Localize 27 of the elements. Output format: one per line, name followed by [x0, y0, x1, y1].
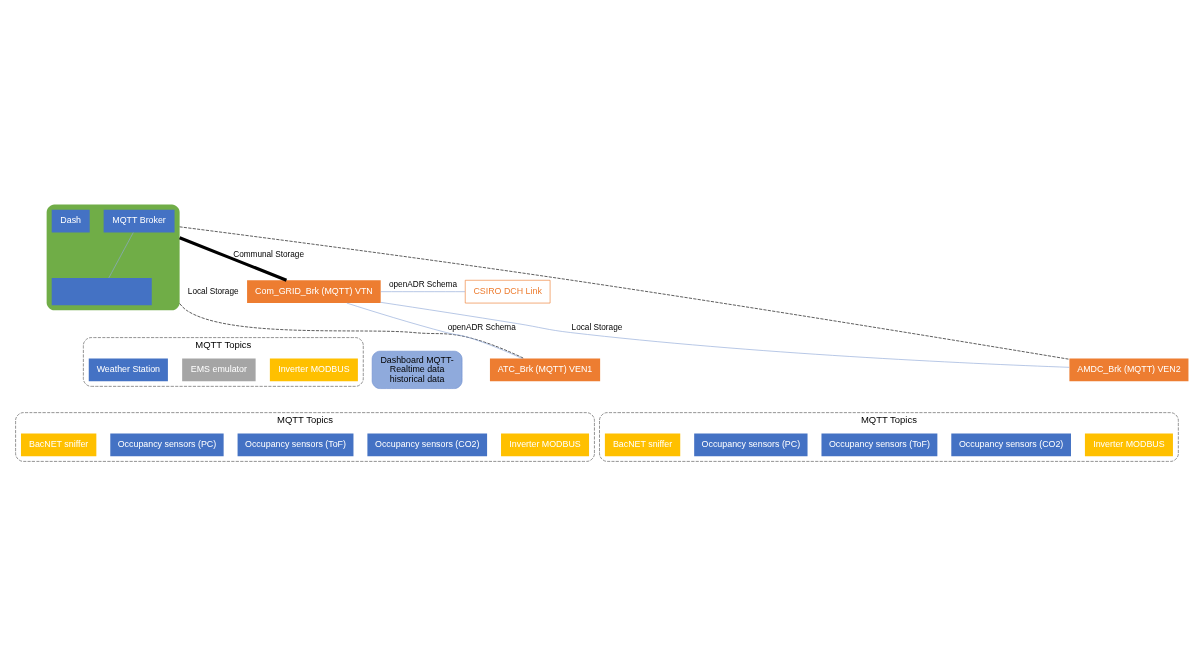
- connector: [346, 302, 523, 359]
- node-box: Inverter MODBUS: [501, 433, 590, 457]
- node-box: Inverter MODBUS: [269, 358, 358, 382]
- connector: [108, 232, 134, 279]
- node-box: Occupancy sensors (ToF): [821, 433, 938, 457]
- node-box: CSIRO DCH Link: [464, 279, 551, 304]
- connector: [380, 291, 466, 292]
- connector: [380, 302, 1070, 368]
- node-box: AMDC_Brk (MQTT) VEN2: [1069, 358, 1189, 382]
- node-box: ATC_Brk (MQTT) VEN1: [489, 358, 601, 382]
- node-box: Occupancy sensors (CO2): [951, 433, 1071, 457]
- node-box: Com_GRID_Brk (MQTT) VTN: [247, 280, 381, 304]
- node-box: Dashboard MQTT- Realtime data historical data: [371, 350, 463, 389]
- node-box: EMS emulator: [182, 358, 256, 382]
- connector: [179, 236, 288, 282]
- node-box: Occupancy sensors (PC): [110, 433, 224, 457]
- node-box: Occupancy sensors (PC): [694, 433, 808, 457]
- node-box: Inverter MODBUS: [1084, 433, 1173, 457]
- node-box: [51, 278, 152, 306]
- node-box: Occupancy sensors (ToF): [237, 433, 354, 457]
- node-box: Dash: [51, 209, 90, 233]
- node-box: MQTT Broker: [103, 209, 175, 233]
- node-box: BacNET sniffer: [21, 433, 97, 457]
- node-box: BacNET sniffer: [604, 433, 681, 457]
- cluster: [46, 204, 180, 311]
- node-box: Weather Station: [88, 358, 168, 382]
- node-box: Occupancy sensors (CO2): [367, 433, 488, 457]
